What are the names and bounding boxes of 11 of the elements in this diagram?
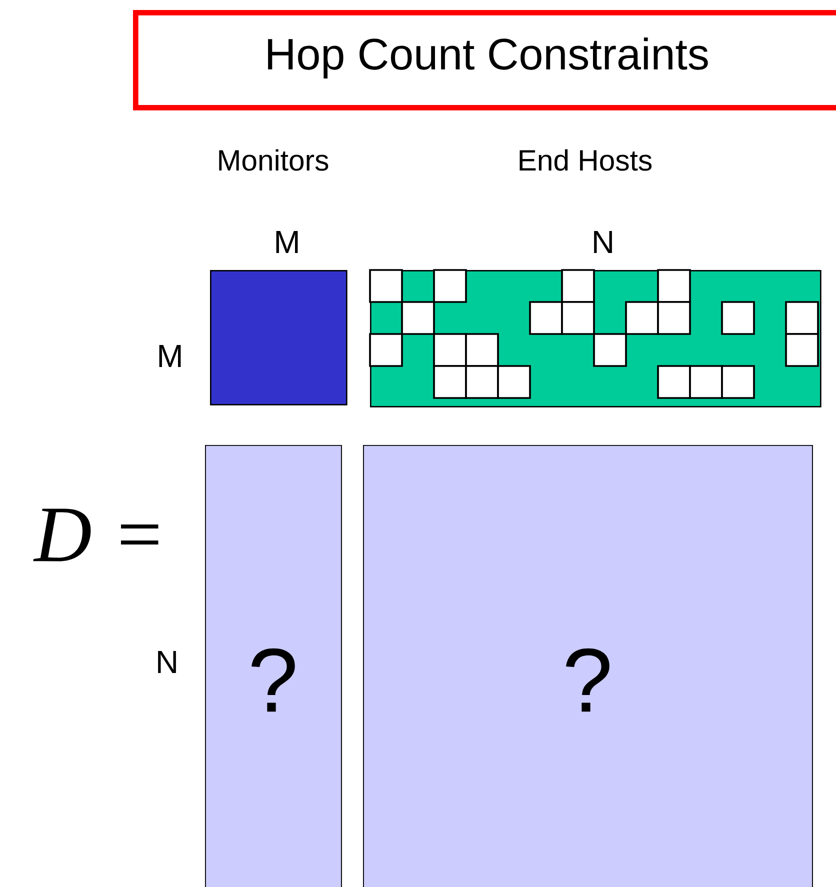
column-label: Monitors [219,149,328,171]
matrix-block [210,270,348,406]
dimension-label: M [159,345,181,367]
dimension-label: N [158,651,176,674]
title-box: Hop Count Constraints [133,10,836,110]
matrix-block: ? [205,445,342,887]
matrix-block [369,269,822,408]
matrix-symbol: D = [33,508,158,562]
column-label: End Hosts [520,149,652,171]
matrix-block: ? [363,445,813,887]
dimension-label: M [276,231,298,253]
